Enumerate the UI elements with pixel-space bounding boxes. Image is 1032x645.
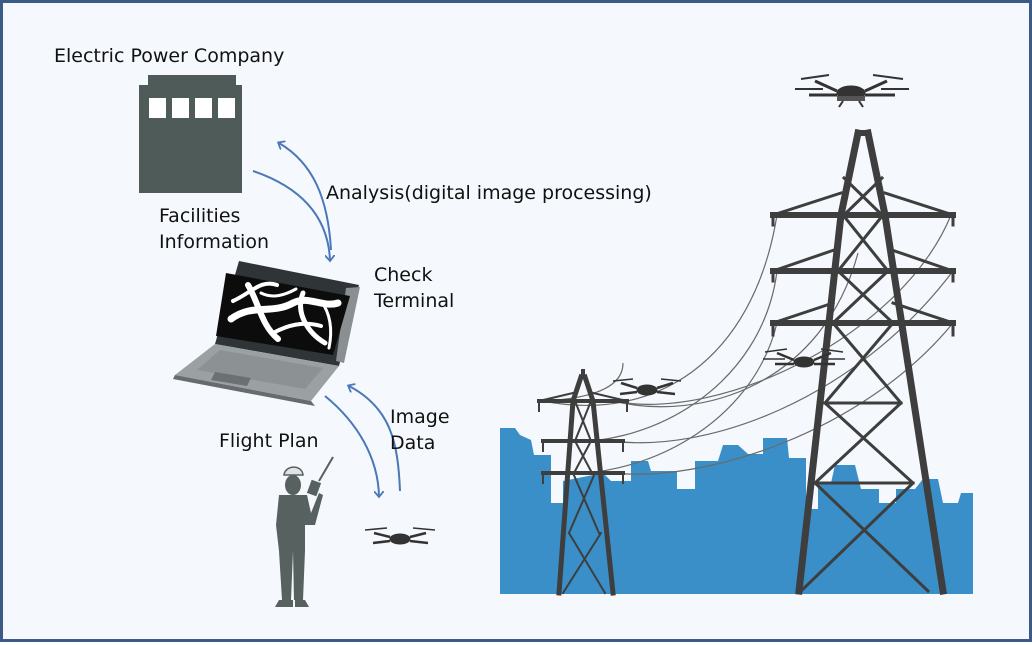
image-data-arrow <box>349 386 401 492</box>
check-terminal-label-line2: Terminal <box>374 290 455 312</box>
drone-icon-middle <box>763 348 845 368</box>
image-data-label-line2: Data <box>390 432 436 454</box>
large-transmission-tower <box>770 128 956 595</box>
check-terminal-laptop-icon <box>173 261 360 406</box>
drone-icon-left <box>612 378 682 396</box>
company-building-icon <box>139 75 242 193</box>
analysis-label: Analysis(digital image processing) <box>326 182 652 204</box>
drone-operator-person-icon <box>275 456 334 607</box>
facilities-info-arrow <box>252 170 330 260</box>
facilities-information-label-line1: Facilities <box>159 205 241 227</box>
electric-power-company-label: Electric Power Company <box>54 45 285 67</box>
image-data-label-line1: Image <box>390 406 450 428</box>
diagram-canvas <box>139 74 973 607</box>
flight-plan-label: Flight Plan <box>219 430 319 452</box>
drone-icon-top <box>795 74 909 108</box>
analysis-arrow <box>279 143 332 251</box>
city-skyline <box>500 428 973 594</box>
small-transmission-tower <box>537 369 629 596</box>
drone-icon-bottom <box>364 527 436 545</box>
facilities-information-label-line2: Information <box>159 231 269 253</box>
check-terminal-label-line1: Check <box>374 264 433 286</box>
flight-plan-arrow <box>324 395 379 496</box>
